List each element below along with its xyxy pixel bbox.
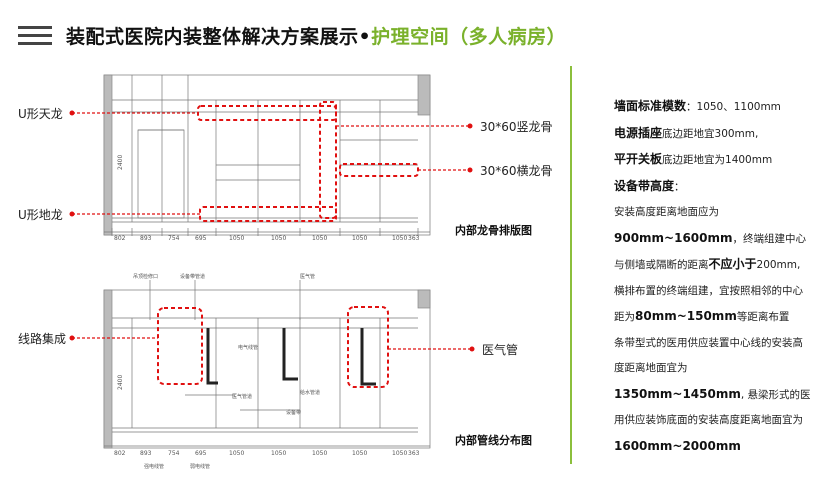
spec-line: 安装高度距离地面应为 — [614, 206, 719, 218]
device-band-1 — [206, 328, 218, 385]
u-ceiling-label: U形天龙 — [18, 107, 63, 121]
spec-line: 与侧墙或隔断的距离不应小于200mm, — [614, 257, 801, 271]
menu-lines-icon — [18, 25, 52, 46]
leader-dots — [69, 110, 475, 352]
annot-text: 设备带 — [286, 409, 301, 416]
dim-text: 1050 — [352, 235, 367, 242]
dim-text: 1050 — [229, 450, 244, 457]
dim-text: 363 — [408, 235, 420, 242]
dim-text: 1050 — [271, 450, 286, 457]
height-dim-text: 2400 — [117, 155, 124, 170]
dim-text: 893 — [140, 450, 152, 457]
header: 装配式医院内装整体解决方案展示•护理空间（多人病房） — [18, 22, 566, 49]
dim-text: 802 — [114, 235, 126, 242]
annot-text: 弱电线管 — [190, 463, 210, 470]
dim-text: 695 — [195, 235, 207, 242]
spec-column: 墙面标准模数：1050、1100mm 电源插座底边距地宜300mm, 平开关板底… — [614, 94, 826, 460]
dim-text: 1050 — [271, 235, 286, 242]
device-band-2 — [282, 328, 298, 381]
dim-text: 893 — [140, 235, 152, 242]
pipeline-dimension-texts: 802 893 754 695 1050 1050 1050 1050 1050… — [114, 375, 420, 457]
dim-text: 802 — [114, 450, 126, 457]
vertical-stud-box — [319, 101, 337, 219]
spec-line: 距为80mm~150mm等距离布置 — [614, 309, 790, 323]
dim-text: 1050 — [392, 450, 407, 457]
ceiling-keel-box — [197, 105, 337, 121]
vertical-stud-label: 30*60竖龙骨 — [480, 120, 553, 134]
horizontal-stud-box — [339, 163, 419, 177]
pipeline-leader-lines — [72, 337, 470, 350]
annot-text: 给水管道 — [300, 389, 320, 396]
spec-line: 1600mm~2000mm — [614, 438, 741, 453]
dim-text: 363 — [408, 450, 420, 457]
dim-text: 1050 — [392, 235, 407, 242]
spec-line: 度距离地面宜为 — [614, 362, 688, 374]
pipeline-callouts — [157, 306, 389, 388]
annot-text: 设备带管道 — [180, 273, 205, 280]
spec-switch: 平开关板底边距地宜为1400mm — [614, 152, 773, 166]
right-wall-section — [417, 74, 431, 116]
pipeline-devices — [206, 328, 376, 386]
dim-text: 1050 — [229, 235, 244, 242]
spec-socket: 电源插座底边距地宜300mm, — [614, 125, 759, 140]
medical-gas-label: 医气管 — [482, 343, 519, 357]
spec-line: 条带型式的医用供应装置中心线的安装高 — [614, 336, 803, 349]
spec-device-band: 设备带高度： — [614, 178, 685, 193]
spec-line: 900mm~1600mm，终端组建中心 — [614, 230, 807, 245]
keel-layout-drawing — [103, 74, 431, 236]
height-dim-text: 2400 — [117, 375, 124, 390]
device-band-3 — [360, 328, 376, 386]
medical-gas-box — [347, 306, 389, 388]
floor-keel-box — [199, 206, 337, 222]
dim-text: 1050 — [312, 450, 327, 457]
left-wall-section — [103, 74, 113, 236]
page-title: 装配式医院内装整体解决方案展示•护理空间（多人病房） — [66, 26, 567, 48]
keel-layout-caption: 内部龙骨排版图 — [455, 224, 532, 237]
pipeline-layout-drawing — [103, 280, 431, 449]
keel-callouts — [197, 101, 419, 222]
annot-text: 电气线管 — [238, 344, 258, 351]
dim-text: 754 — [168, 450, 180, 457]
dim-text: 1050 — [312, 235, 327, 242]
annot-text: 医气管 — [300, 273, 315, 280]
spec-line: 横排布置的终端组建，宜按照相邻的中心 — [614, 284, 803, 297]
keel-dimension-texts: 802 893 754 695 1050 1050 1050 1050 1050… — [114, 155, 420, 242]
spec-line: 用供应装饰底面的安装高度距离地面宜为 — [614, 414, 803, 426]
dim-text: 754 — [168, 235, 180, 242]
spec-wall-module: 墙面标准模数：1050、1100mm — [614, 99, 781, 113]
annot-text: 吊顶检修口 — [133, 273, 158, 280]
pipeline-annotation-texts: 吊顶检修口 设备带管道 医气管 电气线管 医气管道 设备带 给水管道 强电线管 … — [133, 273, 320, 470]
cable-integration-box — [157, 307, 203, 385]
annot-text: 医气管道 — [232, 393, 252, 400]
pipeline-layout-caption: 内部管线分布图 — [455, 434, 532, 447]
dim-text: 1050 — [352, 450, 367, 457]
dim-text: 695 — [195, 450, 207, 457]
horizontal-stud-label: 30*60横龙骨 — [480, 164, 553, 178]
cable-integration-label: 线路集成 — [18, 332, 67, 346]
vertical-divider — [570, 66, 572, 464]
annot-text: 强电线管 — [144, 463, 164, 470]
keel-leader-lines — [72, 112, 468, 215]
spec-line: 1350mm~1450mm, 悬梁形式的医 — [614, 386, 811, 401]
u-floor-label: U形地龙 — [18, 208, 63, 222]
